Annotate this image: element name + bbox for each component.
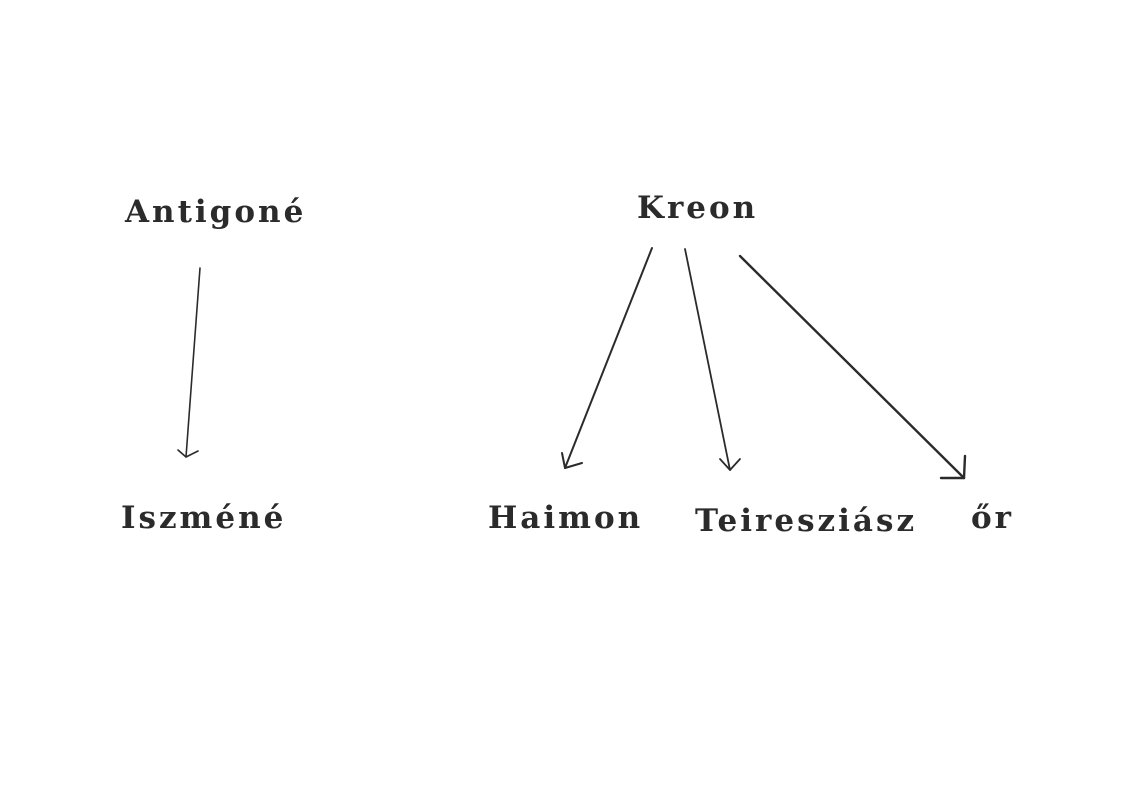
node-kreon: Kreon — [637, 190, 759, 226]
arrow-kreon-or — [738, 254, 967, 480]
node-haimon: Haimon — [488, 500, 644, 536]
arrow-kreon-teiresziasz — [684, 248, 741, 471]
node-teiresziasz: Teiresziász — [695, 503, 918, 539]
arrow-antigone-iszmene — [177, 267, 201, 458]
node-or: őr — [971, 500, 1015, 536]
node-antigone: Antigoné — [125, 194, 307, 230]
node-iszmene: Iszméné — [121, 500, 287, 536]
arrow-kreon-haimon — [561, 247, 653, 469]
